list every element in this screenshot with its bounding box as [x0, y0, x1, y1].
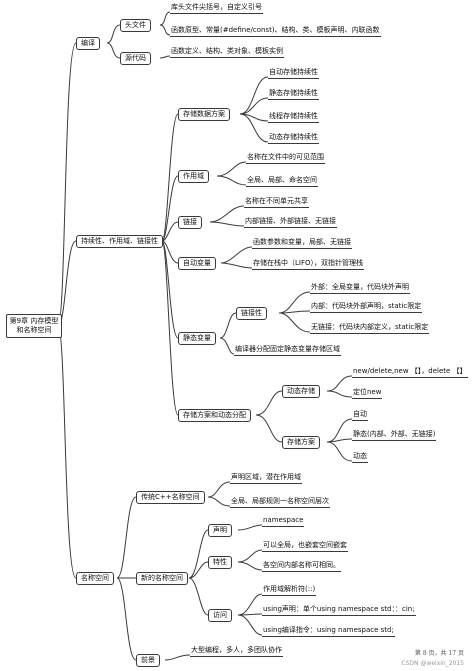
leaf-static-note: 编译器分配固定静态变量存储区域 — [234, 345, 341, 356]
node-traditional-ns: 传统C++名称空间 — [136, 491, 205, 504]
leaf-scheme-2: 静态(内部、外部、无链接) — [352, 430, 437, 441]
node-compile: 编译 — [76, 37, 100, 50]
node-linkage: 链接 — [178, 216, 202, 229]
node-ns-features: 特性 — [208, 556, 232, 569]
leaf-feature-2: 各空间内部名称可相同。 — [262, 561, 341, 572]
node-dynamic: 存储方案和动态分配 — [178, 409, 251, 422]
leaf-auto-1: 函数参数和变量，局部、无链接 — [252, 238, 352, 249]
leaf-header-1: 库头文件尖括号，自定义引号 — [170, 3, 263, 14]
leaf-storage-2: 静态存储持续性 — [268, 89, 319, 100]
leaf-feature-1: 可以全局，也嵌套空间嵌套 — [262, 541, 348, 552]
leaf-dyn-2: 定位new — [352, 388, 383, 399]
leaf-access-3: using编译指令：using namespace std; — [262, 626, 395, 637]
node-new-ns: 新的名称空间 — [136, 572, 188, 585]
leaf-access-1: 作用域解析符(::) — [262, 585, 317, 596]
leaf-linkage-2: 内部链接、外部链接、无链接 — [244, 217, 337, 228]
node-storage-schemes: 存储数据方案 — [178, 108, 230, 121]
leaf-auto-2: 存储在栈中（LIFO），双指针管理栈 — [252, 259, 365, 270]
node-prospect: 前景 — [136, 654, 160, 667]
leaf-scope-2: 全局、局部、命名空间 — [246, 176, 318, 187]
leaf-storage-3: 线程存储持续性 — [268, 112, 319, 123]
leaf-prospect-1: 大型编程，多人，多团队协作 — [190, 646, 283, 657]
leaf-storage-4: 动态存储持续性 — [268, 133, 319, 144]
node-namespace: 名称空间 — [76, 572, 114, 585]
leaf-linkage-1: 名称在不同单元共享 — [244, 197, 309, 208]
leaf-header-2: 函数原型、常量(#define/const)、结构、类、模板声明、内联函数 — [170, 26, 381, 37]
leaf-dyn-1: new/delete,new 【】，delete 【】 — [352, 367, 468, 378]
node-static-var: 静态变量 — [178, 332, 216, 345]
leaf-scheme-3: 动态 — [352, 452, 368, 463]
leaf-storage-1: 自动存储持续性 — [268, 68, 319, 79]
node-persistence: 持续性、作用域、链接性 — [76, 235, 163, 248]
leaf-trad-2: 全局、局部规则一名称空间层次 — [230, 497, 330, 508]
leaf-static-link-2: 内部：代码块外部声明，static限定 — [310, 302, 423, 313]
node-header-files: 头文件 — [120, 19, 151, 32]
watermark: CSDN @weixin_2015 — [401, 660, 464, 667]
leaf-scheme-1: 自动 — [352, 410, 368, 421]
node-auto-var: 自动变量 — [178, 257, 216, 270]
leaf-source-1: 函数定义、结构、类对象、模板实例 — [170, 47, 284, 58]
node-scope: 作用域 — [178, 170, 209, 183]
leaf-declare-1: namespace — [262, 516, 305, 527]
leaf-scope-1: 名称在文件中的可见范围 — [246, 153, 325, 164]
node-source-code: 源代码 — [120, 52, 151, 65]
node-schemes: 存储方案 — [282, 436, 320, 449]
leaf-static-link-1: 外部：全局变量，代码块外声明 — [310, 283, 410, 294]
page-number: 第 8 页，共 17 页 — [414, 650, 464, 657]
node-static-linkage: 链接性 — [236, 307, 267, 320]
leaf-static-link-3: 无链接：代码块内部定义，static限定 — [310, 323, 430, 334]
root-node: 第9章 内存模型和名称空间 — [6, 314, 62, 338]
node-ns-access: 访问 — [208, 609, 232, 622]
leaf-access-2: using声明：单个using namespace std：：cin; — [262, 605, 416, 616]
node-dyn-storage: 动态存储 — [282, 385, 320, 398]
leaf-trad-1: 声明区域，潜在作用域 — [230, 473, 302, 484]
node-ns-declare: 声明 — [208, 524, 232, 537]
